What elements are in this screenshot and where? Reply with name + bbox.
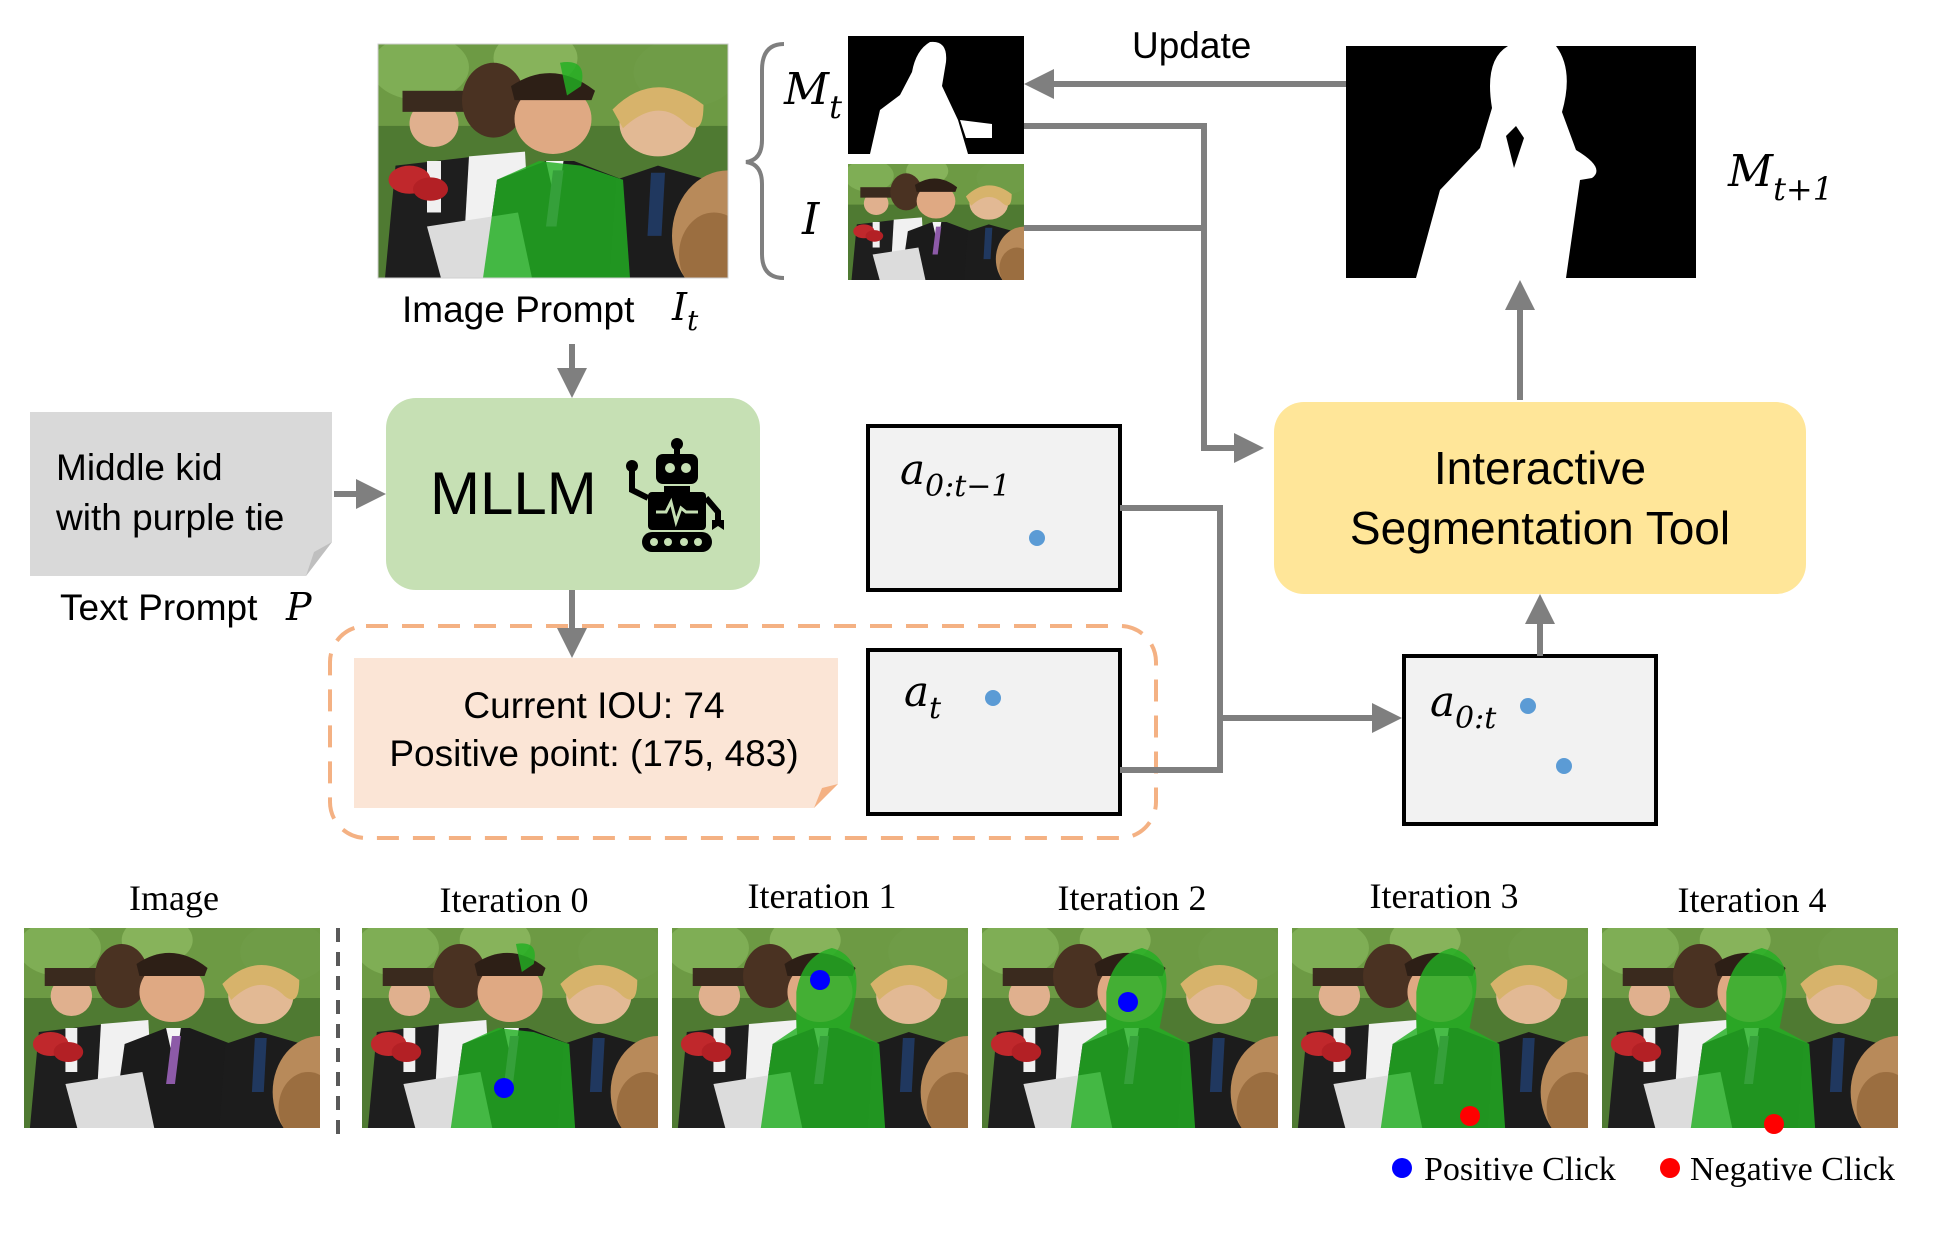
action-combined-box	[1402, 654, 1658, 826]
iteration-4-label: Iteration 4	[1678, 880, 1827, 920]
text-prompt-line1: Middle kid	[56, 447, 223, 488]
iteration-2-positive-click	[1118, 992, 1138, 1012]
image-prompt-photo-frame	[377, 43, 729, 279]
mllm-label: MLLM	[430, 460, 597, 527]
mask-prev-symbol: Mt	[783, 64, 842, 126]
action-history-label: a0:t−1	[900, 445, 1011, 504]
image-thumbnail	[848, 164, 1024, 280]
text-prompt-note	[30, 412, 332, 576]
output-iou-text: Current IOU: 74	[463, 685, 724, 726]
text-prompt-line2: with purple tie	[55, 497, 284, 538]
text-prompt-label: Text Prompt	[60, 587, 258, 628]
legend-positive-marker	[1392, 1158, 1412, 1178]
mask-next-symbol: Mt+1	[1727, 146, 1833, 208]
iteration-0-image	[362, 928, 658, 1128]
iteration-0-label: Iteration 0	[440, 880, 589, 920]
image-prompt-label: Image Prompt	[402, 289, 635, 330]
action-history-box	[866, 424, 1122, 592]
input-brace	[745, 42, 785, 280]
legend-positive-label: Positive Click	[1424, 1151, 1616, 1188]
iteration-1-label: Iteration 1	[748, 876, 897, 916]
iteration-1-image	[672, 928, 968, 1128]
strip-original-image	[24, 928, 320, 1128]
legend-negative-label: Negative Click	[1690, 1151, 1895, 1188]
current-merge-connector	[1120, 718, 1223, 773]
action-current-box	[866, 648, 1122, 816]
action-current-label: at	[904, 667, 942, 726]
iteration-4-negative-click	[1764, 1114, 1784, 1134]
iteration-3-label: Iteration 3	[1370, 876, 1519, 916]
current-point	[985, 690, 1001, 706]
tool-line2: Segmentation Tool	[1350, 502, 1730, 554]
tool-line1: Interactive	[1434, 442, 1646, 494]
iteration-3-negative-click	[1460, 1106, 1480, 1126]
image-prompt-photo	[378, 44, 728, 278]
action-combined-label: a0:t	[1430, 677, 1497, 736]
mask-next-output	[1346, 46, 1696, 278]
output-point-text: Positive point: (175, 483)	[389, 733, 798, 774]
iteration-1-positive-click	[810, 970, 830, 990]
legend-negative-marker	[1660, 1158, 1680, 1178]
update-label: Update	[1132, 25, 1251, 66]
mllm-output-group	[328, 624, 1158, 840]
iteration-2-image	[982, 928, 1278, 1128]
image-symbol: I	[801, 194, 821, 245]
iteration-4-image	[1602, 928, 1898, 1128]
iteration-2-label: Iteration 2	[1058, 878, 1207, 918]
segmentation-tool-box	[1274, 402, 1806, 594]
output-note	[354, 658, 838, 808]
combined-point-2	[1556, 758, 1572, 774]
mask-to-tool-connector	[1024, 123, 1264, 463]
iteration-0-positive-click	[494, 1078, 514, 1098]
robot-icon	[626, 438, 724, 552]
mask-prev-thumbnail	[848, 36, 1024, 155]
history-merge-connector	[1120, 505, 1223, 718]
combined-point-1	[1520, 698, 1536, 714]
text-prompt-var: P	[285, 585, 313, 629]
history-point	[1029, 530, 1045, 546]
strip-image-label: Image	[129, 878, 219, 918]
image-prompt-var: It	[671, 285, 699, 337]
